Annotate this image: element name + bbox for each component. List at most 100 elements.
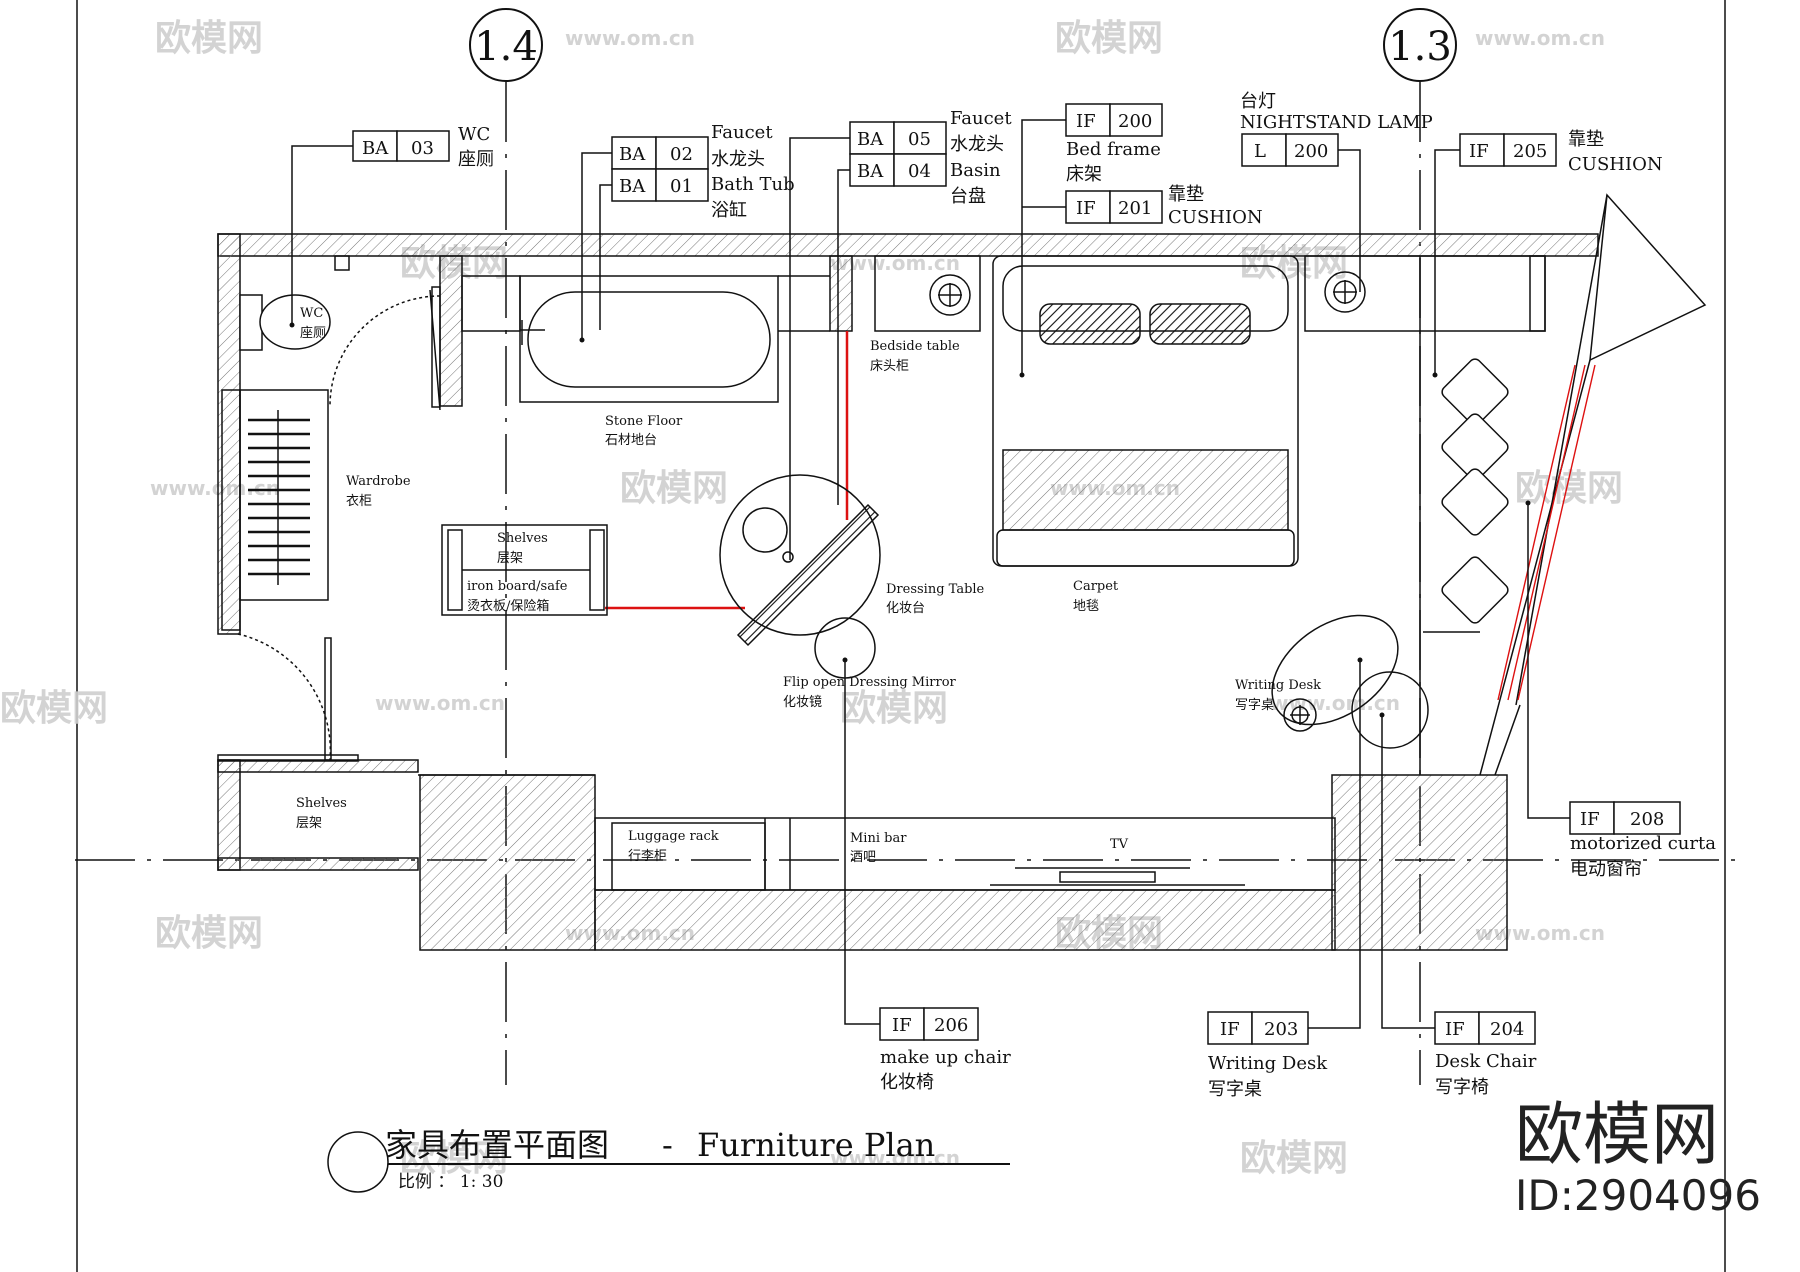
room-labels: WC 座厕 Wardrobe 衣柜 Stone Floor 石材地台 Bedsi… <box>296 306 1321 865</box>
section-marker-1-3: 1.3 <box>1383 8 1457 82</box>
watermark-brand: 欧模网 <box>0 688 108 729</box>
tag-if206: IF 206 make up chair 化妆椅 <box>879 1007 1011 1093</box>
plan-title-en: Furniture Plan <box>697 1126 935 1164</box>
tag-label-en: Faucet <box>950 108 1012 129</box>
tag-number: 04 <box>908 161 931 182</box>
watermark-brand: 欧模网 <box>620 468 728 509</box>
glass-partition <box>605 331 849 610</box>
tag-code: BA <box>619 144 646 165</box>
watermark-brand: 欧模网 <box>155 913 263 954</box>
tag-code: IF <box>1580 809 1600 830</box>
watermark-site: www.om.cn <box>830 1146 960 1170</box>
motorized-curtain <box>1497 364 1596 701</box>
tag-label-en: CUSHION <box>1168 207 1263 228</box>
tag-code: BA <box>857 161 884 182</box>
tag-if208: IF 208 motorized curta 电动窗帘 <box>1569 801 1716 880</box>
watermark-brand: 欧模网 <box>1515 468 1623 509</box>
watermark-site: www.om.cn <box>150 476 280 500</box>
shelves-label-en: Shelves <box>497 531 548 546</box>
section-label: 1.4 <box>474 24 538 70</box>
luggage-rack-label-en: Luggage rack <box>628 829 719 844</box>
brand-watermark: 欧模网 ID:2904096 <box>1515 1096 1761 1220</box>
window-frame <box>1479 193 1707 776</box>
tag-number: 01 <box>670 176 693 197</box>
tag-label-cn: 座厕 <box>458 149 494 170</box>
mirror-label-en: Flip open Dressing Mirror <box>783 675 957 690</box>
plan-title-separator: - <box>662 1126 673 1164</box>
dressing-table-label-cn: 化妆台 <box>886 601 925 616</box>
tag-label-cn: 写字桌 <box>1208 1079 1262 1100</box>
watermarks: 欧模网 www.om.cn 欧模网 www.om.cn 欧模网 www.om.c… <box>0 18 1623 1179</box>
plan-scale: 比例 ： 1: 30 <box>398 1172 503 1192</box>
tag-number: 203 <box>1264 1019 1298 1040</box>
bathroom <box>239 255 830 411</box>
tag-if200: IF 200 Bed frame 床架 <box>1065 103 1163 185</box>
watermark-brand: 欧模网 <box>840 688 948 729</box>
tag-code: BA <box>362 138 389 159</box>
tag-label-en: Desk Chair <box>1435 1051 1537 1072</box>
minibar-label-en: Mini bar <box>850 831 907 846</box>
minibar-label-cn: 酒吧 <box>850 850 876 865</box>
tag-number: 200 <box>1294 141 1328 162</box>
tag-l200: 台灯 NIGHTSTAND LAMP L 200 <box>1240 91 1433 167</box>
tag-code: BA <box>619 176 646 197</box>
bed <box>992 255 1299 567</box>
tag-code: IF <box>1076 111 1096 132</box>
tag-ba04: BA 04 Basin 台盘 <box>849 153 1001 207</box>
tag-ba01: BA 01 Bath Tub 浴缸 <box>611 168 795 221</box>
leader-dots <box>289 322 1531 718</box>
tag-label-en: make up chair <box>880 1047 1011 1068</box>
brand-logo-text: 欧模网 <box>1515 1096 1719 1175</box>
cabinet-wall <box>418 774 1336 891</box>
tag-label-cn: 水龙头 <box>711 149 765 170</box>
tag-label-en: motorized curta <box>1570 833 1716 854</box>
tag-if201: IF 201 靠垫 CUSHION <box>1065 184 1263 228</box>
watermark-site: www.om.cn <box>1475 26 1605 50</box>
tag-number: 201 <box>1118 198 1152 219</box>
tag-code: IF <box>1445 1019 1465 1040</box>
mirror-label-cn: 化妆镜 <box>783 695 822 710</box>
stone-floor-label-en: Stone Floor <box>605 414 683 429</box>
tag-label-en: Bath Tub <box>711 174 795 195</box>
section-label: 1.3 <box>1388 24 1452 70</box>
tag-label-en: WC <box>458 124 490 145</box>
tag-label-cn: 床架 <box>1066 164 1102 185</box>
watermark-site: www.om.cn <box>565 26 695 50</box>
iron-board-label-en: iron board/safe <box>467 579 568 594</box>
tag-number: 05 <box>908 129 931 150</box>
tag-ba05: BA 05 Faucet 水龙头 <box>849 108 1012 155</box>
tag-number: 204 <box>1490 1019 1524 1040</box>
brand-id: ID:2904096 <box>1515 1171 1761 1220</box>
tag-code: IF <box>1220 1019 1240 1040</box>
watermark-site: www.om.cn <box>1270 691 1400 715</box>
tag-number: 205 <box>1513 141 1547 162</box>
shelves-unit <box>441 524 608 616</box>
dressing-table <box>719 474 881 679</box>
shelves-label-en: Shelves <box>296 796 347 811</box>
shelves-label-cn: 层架 <box>296 816 322 831</box>
wardrobe <box>217 389 359 762</box>
tag-label-cn: 台盘 <box>950 186 986 207</box>
tag-label-en: Bed frame <box>1066 139 1161 160</box>
tag-code: L <box>1254 141 1266 162</box>
wc-label-en: WC <box>300 306 323 321</box>
tag-ba03: BA 03 WC 座厕 <box>352 124 494 170</box>
writing-desk <box>1271 614 1429 749</box>
tag-if205: IF 205 靠垫 CUSHION <box>1459 129 1663 175</box>
bedside-tables <box>874 255 1546 332</box>
tv-label: TV <box>1110 837 1129 852</box>
watermark-brand: 欧模网 <box>155 18 263 59</box>
writing-desk-label-cn: 写字桌 <box>1235 698 1274 713</box>
tag-code: IF <box>1076 198 1096 219</box>
title-block: 家具布置平面图 - Furniture Plan 比例 ： 1: 30 <box>327 1126 1010 1193</box>
carpet-label-cn: 地毯 <box>1073 599 1099 614</box>
tag-code: IF <box>1469 141 1489 162</box>
tag-code: BA <box>857 129 884 150</box>
carpet-label-en: Carpet <box>1073 579 1119 594</box>
tag-label-cn: 靠垫 <box>1168 184 1204 205</box>
bedside-label-en: Bedside table <box>870 339 960 354</box>
writing-desk-label-en: Writing Desk <box>1235 678 1321 693</box>
plan-title-cn: 家具布置平面图 <box>385 1126 609 1164</box>
tag-label-en: Writing Desk <box>1208 1053 1328 1074</box>
